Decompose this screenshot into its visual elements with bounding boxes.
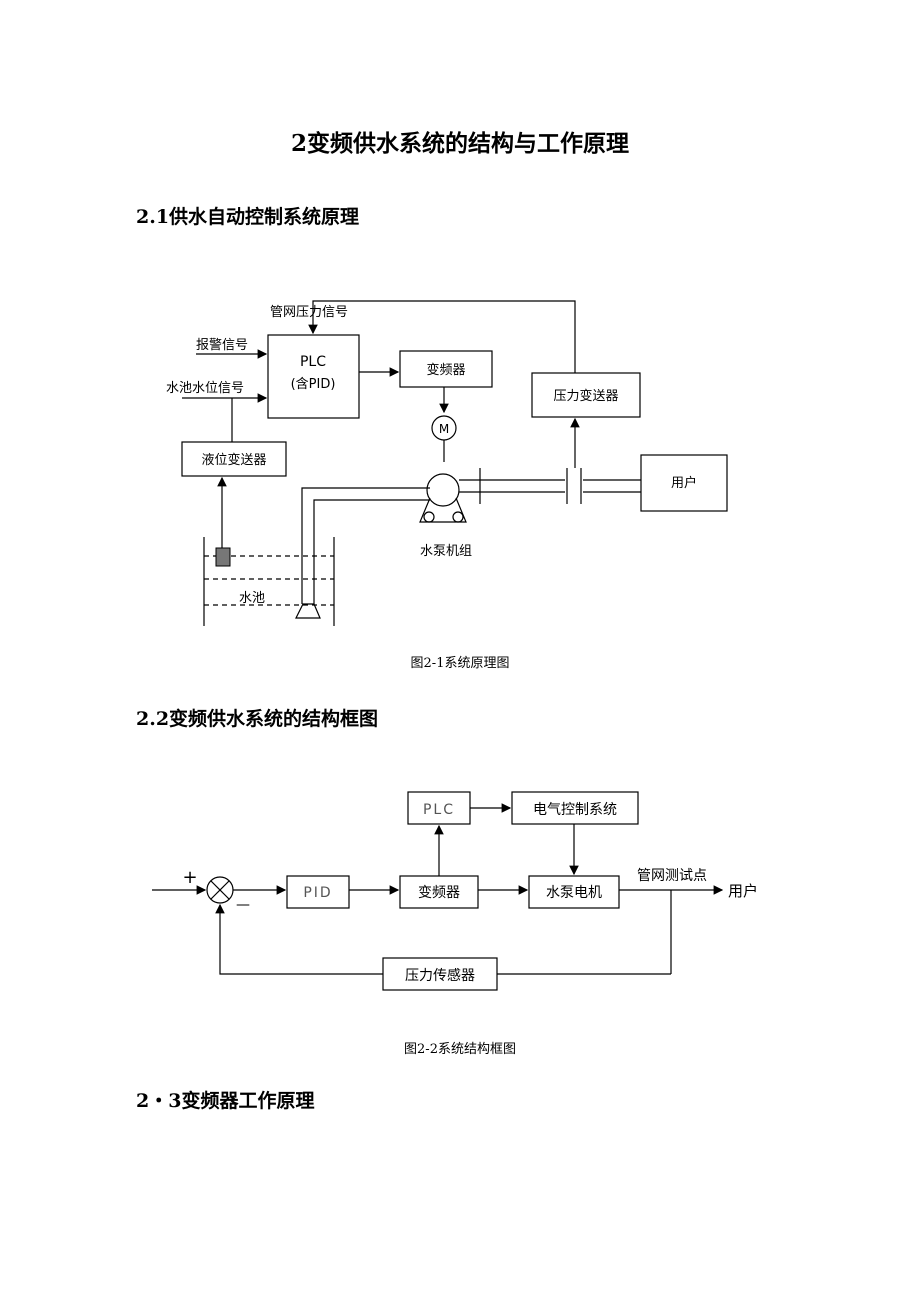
pump-circle: [426, 473, 460, 507]
pump-unit-label: 水泵机组: [420, 544, 472, 559]
minus-sign: —: [236, 897, 250, 913]
pressure-transmitter-box: [531, 372, 641, 418]
inverter-label-2: 变频器: [418, 885, 460, 901]
level-signal-label: 水池水位信号: [166, 381, 244, 396]
pump-motor-box: [528, 875, 620, 909]
inverter-label: 变频器: [426, 362, 465, 378]
test-point-label: 管网测试点: [637, 868, 707, 884]
pressure-transmitter-label: 压力变送器: [553, 388, 618, 404]
alarm-signal-label: 报警信号: [196, 337, 248, 353]
tank-label: 水池: [239, 591, 265, 606]
user-label: 用户: [671, 475, 697, 491]
user-box: [640, 454, 728, 512]
inverter-box: [399, 350, 493, 388]
section-heading-2-3: 2・3变频器工作原理: [136, 1090, 315, 1112]
level-transmitter-box: [181, 441, 287, 477]
electric-control-box: [511, 791, 639, 825]
pid-box: [286, 875, 350, 909]
plc-label-2: PLC: [423, 802, 455, 818]
figure-2-2-caption: 图2-2系统结构框图: [404, 1042, 516, 1057]
level-transmitter-label: 液位变送器: [201, 452, 266, 468]
user-label-2: 用户: [728, 882, 758, 900]
section-heading-2-1: 2.1供水自动控制系统原理: [136, 206, 360, 228]
plc-label: PLC: [300, 354, 326, 370]
pipe-pressure-signal-label: 管网压力信号: [270, 305, 348, 320]
motor-label: M: [439, 422, 449, 436]
pressure-sensor-label: 压力传感器: [405, 967, 475, 984]
level-sensor: [215, 547, 231, 567]
page-title: 2变频供水系统的结构与工作原理: [290, 130, 629, 157]
figure-2-1-caption: 图2-1系统原理图: [410, 656, 510, 671]
pump-motor-label: 水泵电机: [546, 885, 602, 901]
plus-sign: +: [182, 867, 197, 888]
system-principle-diagram: 管网压力信号 报警信号 水池水位信号 PLC (含PID) 变频器 M 压力变送…: [166, 300, 728, 626]
electric-control-label: 电气控制系统: [533, 802, 617, 818]
plc-sub-label: (含PID): [291, 376, 336, 392]
section-heading-2-2: 2.2变频供水系统的结构框图: [136, 708, 379, 730]
pid-label: PID: [303, 885, 332, 901]
plc-box: [267, 334, 360, 419]
system-structure-block-diagram: + — PID PLC 电气控制系统 变频器 水泵电机 管网测试点 用户 压力传…: [152, 791, 758, 991]
